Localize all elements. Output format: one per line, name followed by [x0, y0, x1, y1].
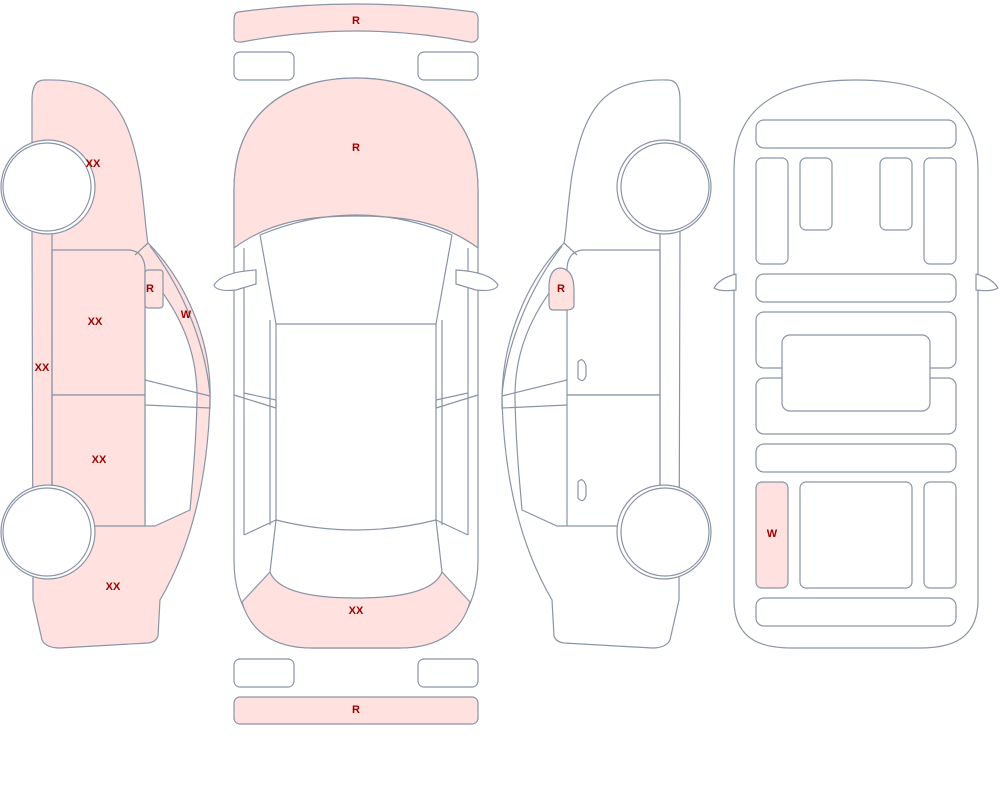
label-front-bumper: R [352, 15, 360, 27]
rear-left-light[interactable] [233, 658, 295, 688]
front-carpet[interactable] [755, 273, 957, 303]
label-left-front-door: XX [88, 316, 103, 328]
right-mirror[interactable] [548, 267, 575, 311]
passenger-seat[interactable] [879, 157, 913, 231]
label-left-rear-door: XX [92, 454, 107, 466]
label-rear-bumper: R [352, 704, 360, 716]
rear-trim[interactable] [755, 597, 957, 627]
windshield-top [259, 214, 453, 236]
trunk[interactable] [241, 571, 471, 649]
cargo-floor[interactable] [799, 481, 913, 589]
right-front-door[interactable] [566, 249, 661, 396]
label-hood: R [352, 142, 360, 154]
right-side-view: R [501, 79, 712, 649]
interior-left-mirror[interactable] [713, 273, 737, 292]
center-console[interactable] [781, 334, 931, 412]
driver-seat[interactable] [799, 157, 833, 231]
front-right-light[interactable] [417, 51, 479, 81]
left-window-area[interactable] [144, 269, 198, 527]
left-front-door[interactable] [51, 249, 146, 396]
left-front-door-trim[interactable] [755, 157, 789, 265]
right-b-pillar [435, 392, 479, 409]
left-pillar-outer [149, 245, 211, 396]
left-b-pillar [233, 392, 277, 409]
left-front-wheel[interactable] [2, 142, 92, 232]
left-beltline [144, 379, 211, 409]
right-front-door-trim[interactable] [923, 157, 957, 265]
label-left-rear-quarter: XX [106, 581, 121, 593]
label-left-mirror: R [146, 283, 154, 295]
label-left-front-fender: XX [86, 158, 101, 170]
rear-window-right [435, 519, 469, 573]
rear-window-left [243, 519, 277, 573]
a-pillar-right [435, 234, 453, 325]
label-trunk: XX [349, 605, 364, 617]
interior-view: W [713, 79, 999, 649]
front-left-light[interactable] [233, 51, 295, 81]
right-beltline [501, 379, 568, 409]
label-right-mirror: R [557, 283, 565, 295]
roof[interactable] [275, 323, 437, 531]
top-view: R R XX R [213, 3, 499, 725]
left-roof-rail [243, 248, 271, 535]
label-left-rocker: XX [35, 362, 50, 374]
rear-right-light[interactable] [417, 658, 479, 688]
right-a-pillar-line [563, 242, 578, 256]
cargo-right-panel[interactable] [923, 481, 957, 589]
top-right-mirror[interactable] [455, 269, 499, 292]
dashboard[interactable] [755, 119, 957, 149]
interior-right-mirror[interactable] [975, 273, 999, 292]
right-window-area [514, 269, 568, 527]
right-rear-handle[interactable] [577, 479, 587, 502]
cargo-left-panel[interactable] [755, 481, 789, 589]
right-rear-wheel[interactable] [620, 487, 710, 577]
right-roof-rail [441, 248, 469, 535]
left-a-pillar-line [134, 242, 149, 256]
top-left-mirror[interactable] [213, 269, 257, 292]
label-interior-seat: W [767, 528, 778, 540]
left-rear-wheel[interactable] [2, 487, 92, 577]
a-pillar-left [259, 234, 277, 325]
right-front-wheel[interactable] [620, 142, 710, 232]
front-bumper[interactable] [233, 3, 479, 43]
rear-carpet[interactable] [755, 443, 957, 473]
right-pillar-outer [501, 245, 563, 396]
rear-bumper[interactable] [233, 696, 479, 725]
left-side-view: XX XX XX XX XX R W [0, 79, 211, 649]
left-mirror[interactable] [144, 269, 164, 309]
right-front-handle[interactable] [577, 359, 587, 382]
label-left-a-pillar: W [181, 309, 192, 321]
